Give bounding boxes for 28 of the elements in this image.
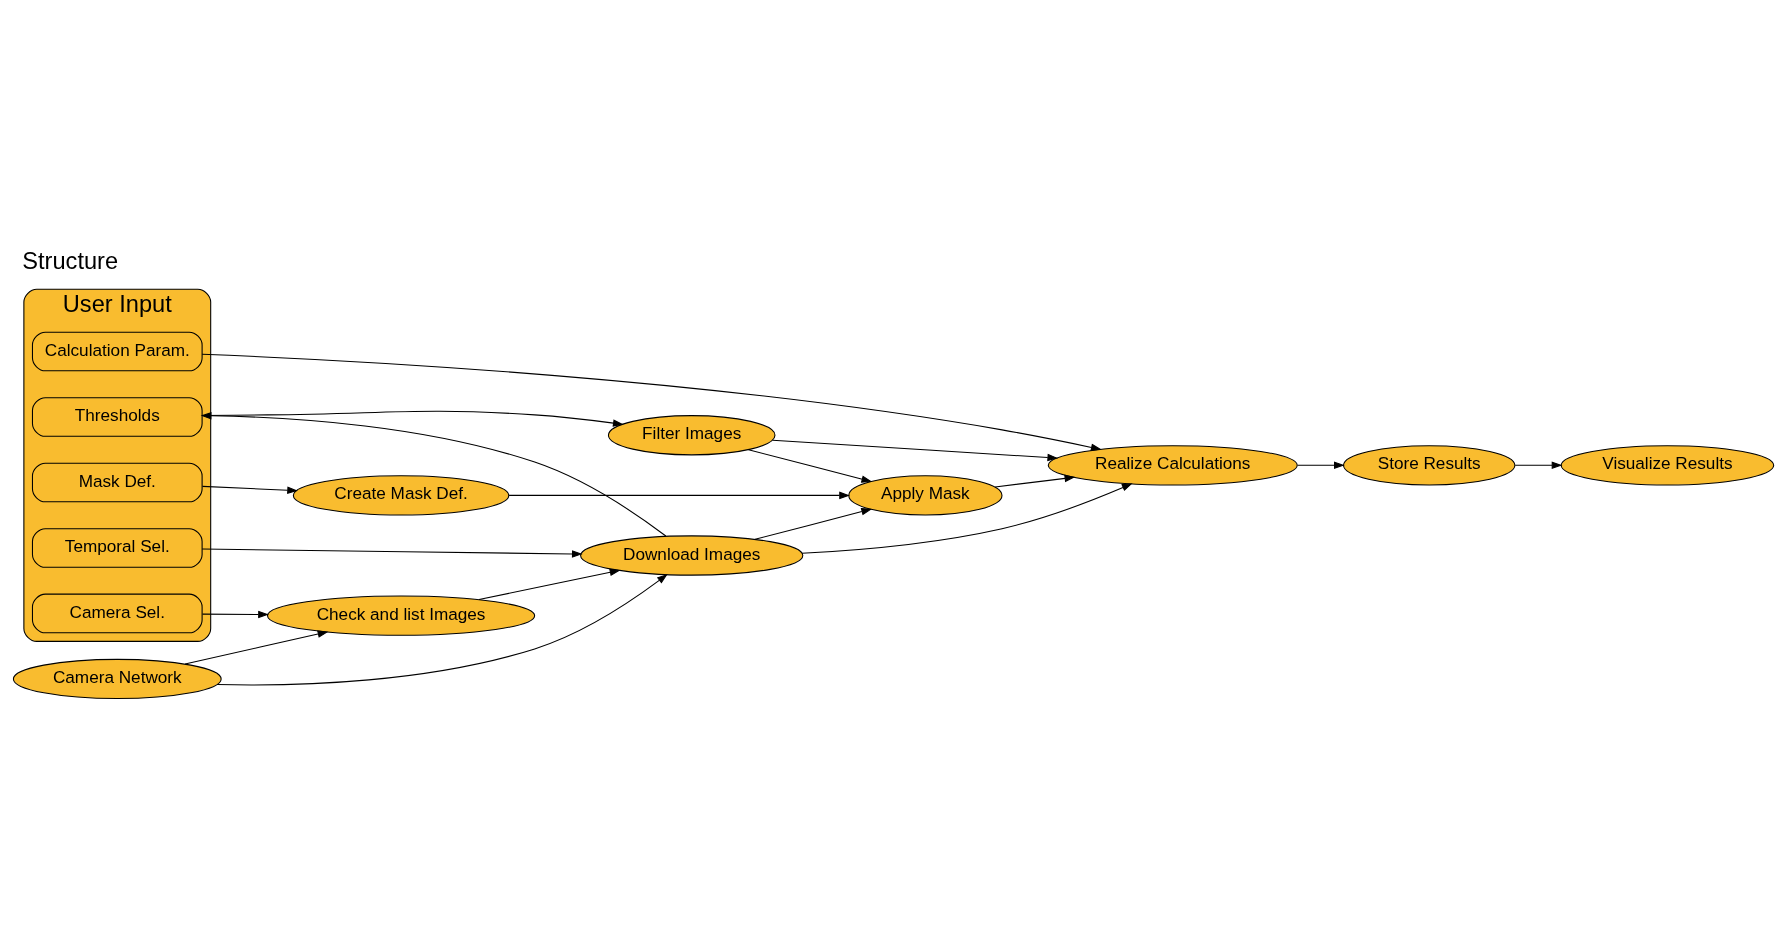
arrow <box>201 610 269 619</box>
node-box: Temporal Sel. <box>31 528 203 568</box>
arrow <box>1514 461 1563 470</box>
arrow <box>748 449 873 483</box>
arrow <box>201 410 624 427</box>
arrow <box>184 630 329 665</box>
arrow <box>478 568 621 601</box>
arrow <box>508 491 850 500</box>
node-ellipse: Filter Images <box>607 415 776 456</box>
arrow <box>200 412 667 537</box>
arrow <box>201 548 583 558</box>
arrow <box>994 474 1076 488</box>
arrow <box>1297 461 1345 470</box>
node-ellipse: Store Results <box>1342 445 1516 486</box>
node-box: Camera Sel. <box>31 593 203 634</box>
arrow <box>801 483 1133 554</box>
node-ellipse: Camera Network <box>12 658 222 700</box>
node-box: Calculation Param. <box>31 331 203 372</box>
node-ellipse: Create Mask Def. <box>292 475 510 516</box>
arrow <box>772 439 1059 462</box>
arrow <box>201 353 1102 451</box>
arrow <box>201 485 298 494</box>
arrow <box>754 508 873 540</box>
diagram-title: Structure <box>22 248 119 275</box>
arrow <box>216 574 668 686</box>
node-box: Mask Def. <box>31 462 203 503</box>
node-ellipse: Visualize Results <box>1560 445 1775 486</box>
node-box: Thresholds <box>31 397 203 437</box>
